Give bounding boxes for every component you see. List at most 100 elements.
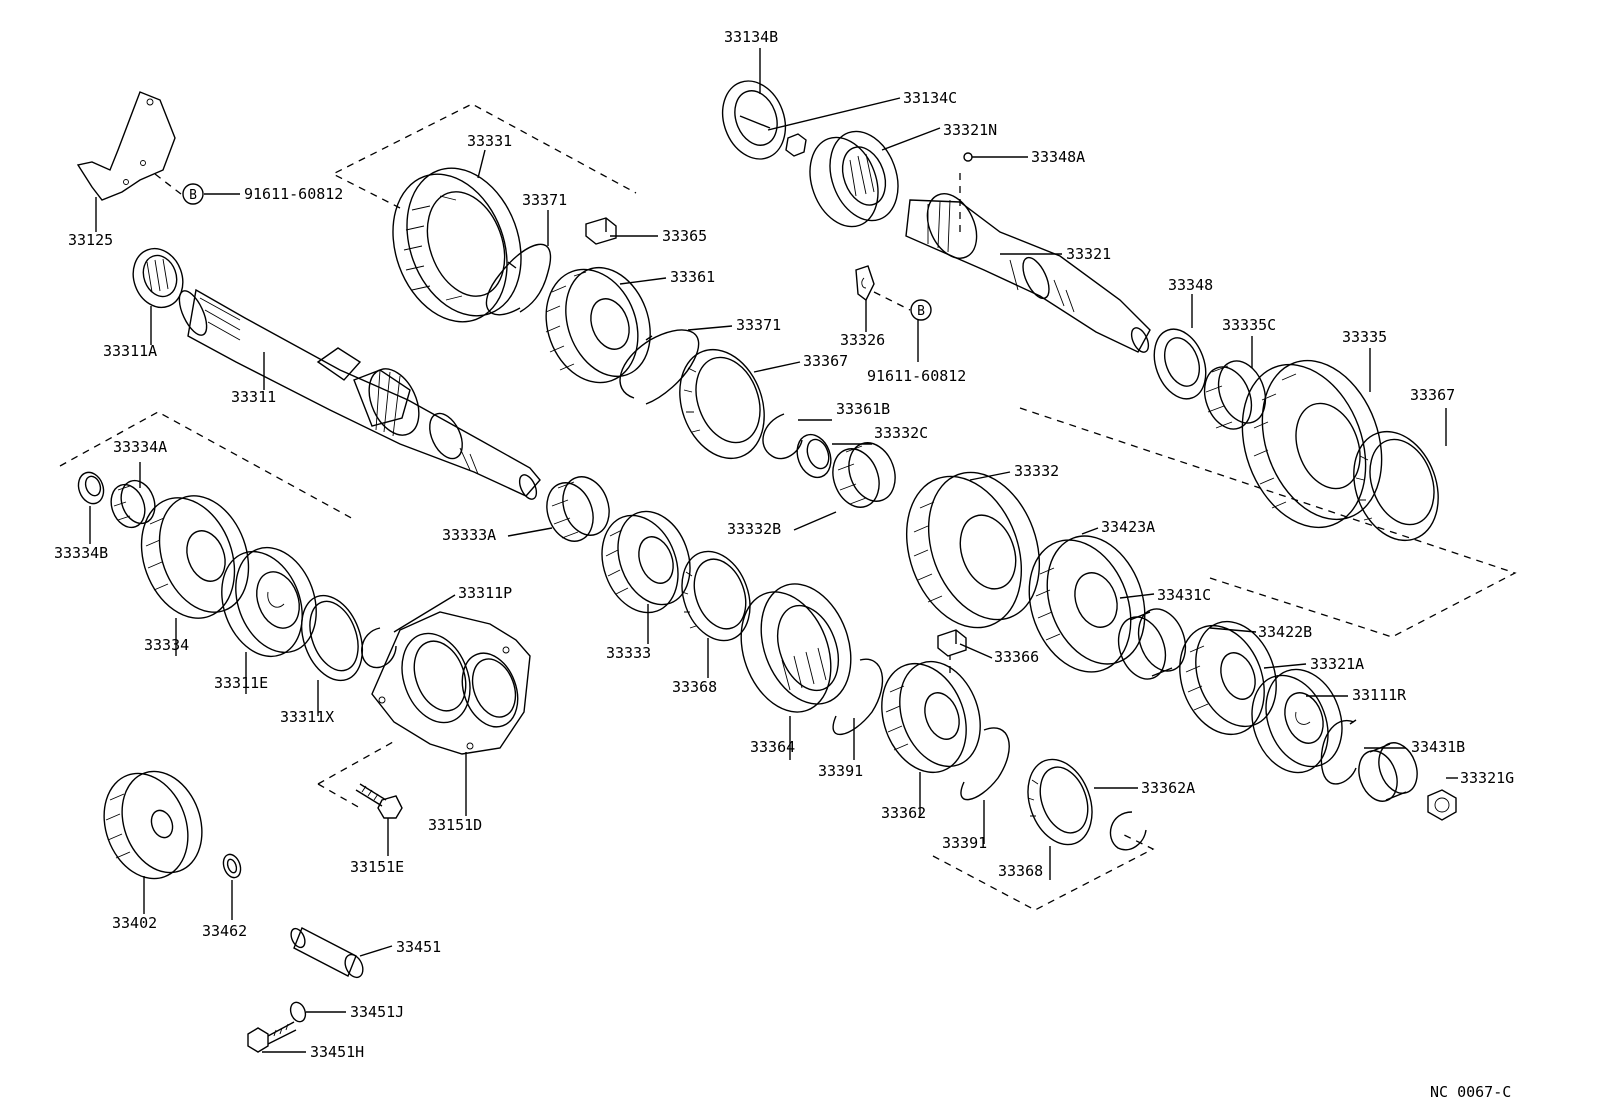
- label-33311E: 33311E: [214, 674, 268, 692]
- label-33311P: 33311P: [458, 584, 512, 602]
- gear-33362: [881, 660, 981, 816]
- label-33311A: 33311A: [103, 342, 157, 360]
- snap-ring-33371-upper: [485, 210, 552, 316]
- gear-33361: [545, 266, 651, 384]
- gear-33402: [103, 770, 203, 914]
- diagram-code: NC 0067-C: [1430, 1083, 1511, 1101]
- label-33311X: 33311X: [280, 708, 334, 726]
- counter-shaft-33321: [905, 193, 1151, 353]
- label-33134B: 33134B: [724, 28, 778, 46]
- label-33422B: 33422B: [1258, 623, 1312, 641]
- gear-33334: [140, 495, 250, 656]
- label-33335C: 33335C: [1222, 316, 1276, 334]
- label-33362: 33362: [881, 804, 926, 822]
- sleeve-33364: [740, 583, 852, 760]
- pin-33451: [290, 927, 393, 979]
- label-33364: 33364: [750, 738, 795, 756]
- label-33321N: 33321N: [943, 121, 997, 139]
- label-33332B: 33332B: [727, 520, 781, 538]
- label-33334: 33334: [144, 636, 189, 654]
- label-33366: 33366: [994, 648, 1039, 666]
- gear-33333: [601, 510, 691, 644]
- marker-b-right: B: [910, 299, 932, 321]
- bearing-33334A: [110, 462, 156, 529]
- ring-33368-b: [1027, 758, 1093, 880]
- clip-33311P: [361, 594, 456, 669]
- label-33331: 33331: [467, 132, 512, 150]
- label-33431B: 33431B: [1411, 738, 1465, 756]
- gear-33423A: [1028, 535, 1146, 673]
- label-33391-left: 33391: [818, 762, 863, 780]
- label-33333A: 33333A: [442, 526, 496, 544]
- ring-33367: [679, 348, 765, 460]
- label-33332: 33332: [1014, 462, 1059, 480]
- collar-33332C: [796, 433, 832, 479]
- label-33361: 33361: [670, 268, 715, 286]
- label-91611-right: 91611-60812: [867, 367, 966, 385]
- clip-33361B: [762, 413, 803, 460]
- bushing-33431B: [1358, 742, 1418, 802]
- label-33321G: 33321G: [1460, 769, 1514, 787]
- washer-33348: [1153, 294, 1207, 400]
- bolt-33451H: [247, 1021, 306, 1053]
- label-33462: 33462: [202, 922, 247, 940]
- label-33348A: 33348A: [1031, 148, 1085, 166]
- ring-33367-right: [1353, 408, 1447, 542]
- snap-ring-33391-a: [832, 658, 884, 760]
- ball-33348A: [963, 152, 973, 162]
- nut-33321G: [1427, 789, 1457, 821]
- label-33365: 33365: [662, 227, 707, 245]
- snap-ring-33391-b: [960, 727, 1010, 844]
- group-outlines: [59, 103, 1517, 911]
- label-33391-right: 33391: [942, 834, 987, 852]
- hub-33331: [392, 149, 522, 323]
- label-33332C: 33332C: [874, 424, 928, 442]
- plate-33134B: [721, 48, 787, 160]
- label-33371-upper: 33371: [522, 191, 567, 209]
- label-33151E: 33151E: [350, 858, 404, 876]
- bearing-33311E: [221, 546, 317, 694]
- ring-33311X: [300, 594, 364, 716]
- label-33125: 33125: [68, 231, 113, 249]
- washer-33451J: [289, 1001, 346, 1023]
- gear-33422B: [1179, 620, 1277, 736]
- bearing-33311A: [132, 247, 184, 345]
- clip-33362A: [1109, 811, 1147, 851]
- marker-b-right-text: B: [917, 304, 925, 319]
- label-91611-left: 91611-60812: [244, 185, 343, 203]
- label-33368-right: 33368: [998, 862, 1043, 880]
- label-33111R: 33111R: [1352, 686, 1407, 704]
- label-33348: 33348: [1168, 276, 1213, 294]
- label-33333: 33333: [606, 644, 651, 662]
- label-33326: 33326: [840, 331, 885, 349]
- label-33402: 33402: [112, 914, 157, 932]
- plate-33326: [855, 265, 911, 332]
- label-33367-right: 33367: [1410, 386, 1455, 404]
- plate-33151D: [371, 611, 531, 816]
- label-33362A: 33362A: [1141, 779, 1195, 797]
- label-33431C: 33431C: [1157, 586, 1211, 604]
- leader-lines: [204, 97, 1458, 789]
- marker-b-left-text: B: [189, 188, 197, 203]
- gear-33332: [905, 471, 1041, 629]
- bearing-33321N: [809, 130, 899, 228]
- bearing-33333A: [546, 476, 610, 542]
- gear-33335: [1241, 348, 1383, 529]
- bearing-33335C: [1203, 336, 1267, 430]
- key-33365: [585, 217, 617, 245]
- label-33367-upper: 33367: [803, 352, 848, 370]
- label-33451: 33451: [396, 938, 441, 956]
- label-33361B: 33361B: [836, 400, 890, 418]
- label-33321: 33321: [1066, 245, 1111, 263]
- ring-33334B: [77, 471, 105, 544]
- label-33335: 33335: [1342, 328, 1387, 346]
- label-33371-lower: 33371: [736, 316, 781, 334]
- part-labels: 33134B 33134C 33321N 33348A 33331 91611-…: [54, 28, 1514, 1101]
- snap-ring-33371-lower: [619, 329, 700, 405]
- clip-33111R: [1320, 719, 1357, 785]
- ball-33134C: [785, 133, 807, 157]
- label-33334B: 33334B: [54, 544, 108, 562]
- needle-bearing-33332B: [832, 442, 896, 508]
- label-33151D: 33151D: [428, 816, 482, 834]
